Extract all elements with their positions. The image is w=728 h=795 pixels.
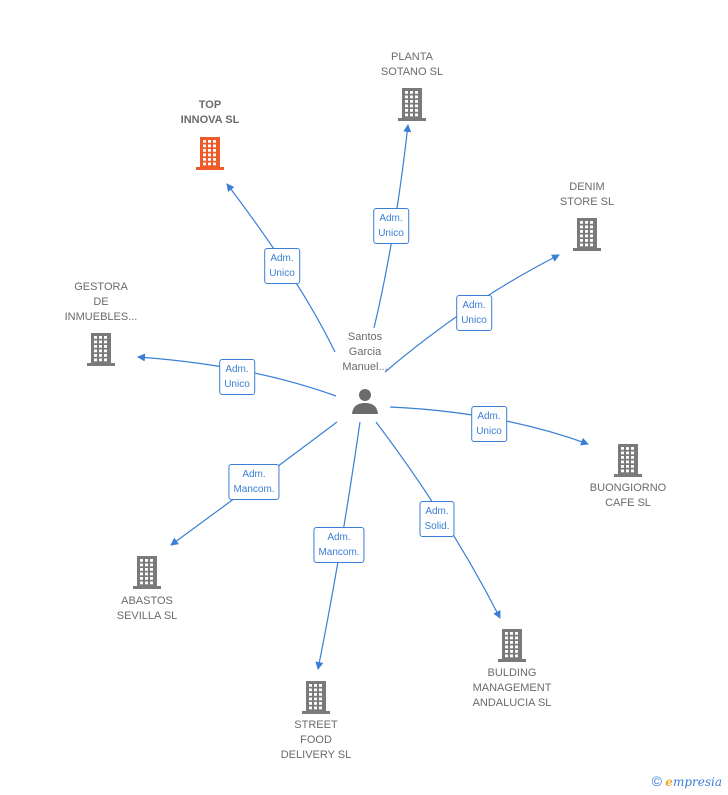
edge-label-abastos[interactable]: Adm. Mancom.: [228, 464, 280, 500]
edge-label-line: Adm.: [379, 213, 403, 224]
edge-label-line: Adm.: [270, 253, 294, 264]
node-label-line: TOP: [198, 99, 222, 111]
node-label-line: BULDING: [487, 667, 537, 679]
node-street-food[interactable]: [299, 679, 333, 720]
edge-label-line: Adm.: [462, 300, 486, 311]
building-icon: [196, 137, 224, 170]
node-label-line: ABASTOS: [121, 595, 173, 607]
node-label-line: ANDALUCIA SL: [472, 697, 552, 709]
edge-label-street-food[interactable]: Adm. Mancom.: [313, 527, 365, 563]
edge-label-line: Unico: [461, 315, 487, 326]
center-label-line: Santos: [347, 331, 383, 343]
node-label-line: GESTORA: [74, 281, 128, 293]
building-icon: [302, 681, 330, 714]
node-label-top-innova[interactable]: TOP INNOVA SL: [181, 98, 240, 128]
edge-label-line: Adm.: [425, 506, 449, 517]
node-label-line: INMUEBLES...: [64, 311, 138, 323]
edge-label-line: Mancom.: [318, 547, 360, 558]
node-label-street-food[interactable]: STREET FOOD DELIVERY SL: [281, 718, 352, 763]
node-label-line: STREET: [294, 719, 338, 731]
edge-label-bulding[interactable]: Adm. Solid.: [419, 501, 455, 537]
brand-logo-initial: e: [665, 775, 673, 789]
node-gestora[interactable]: [84, 331, 118, 372]
edge-label-line: Mancom.: [233, 484, 275, 495]
edge-label-planta-sotano[interactable]: Adm. Unico: [373, 208, 409, 244]
node-label-bulding[interactable]: BULDING MANAGEMENT ANDALUCIA SL: [473, 666, 552, 711]
node-label-line: DE: [93, 296, 109, 308]
node-label-line: DENIM: [569, 181, 605, 193]
copyright-symbol: ©: [651, 773, 662, 789]
building-icon: [87, 333, 115, 366]
node-label-planta-sotano[interactable]: PLANTA SOTANO SL: [381, 50, 443, 80]
edge-label-top-innova[interactable]: Adm. Unico: [264, 248, 300, 284]
building-icon: [133, 556, 161, 589]
node-label-line: SEVILLA SL: [116, 610, 178, 622]
edge-label-line: Adm.: [477, 411, 501, 422]
footer-brand: © empresia: [652, 773, 722, 789]
node-abastos[interactable]: [130, 554, 164, 595]
node-label-line: MANAGEMENT: [472, 682, 552, 694]
building-icon: [614, 444, 642, 477]
center-label-line: Garcia: [348, 346, 382, 358]
node-planta-sotano[interactable]: [395, 86, 429, 127]
center-label-line: Manuel...: [342, 361, 388, 373]
edge-label-line: Unico: [224, 379, 250, 390]
edge-label-line: Unico: [476, 426, 502, 437]
node-label-denim-store[interactable]: DENIM STORE SL: [560, 180, 614, 210]
building-icon: [573, 218, 601, 251]
node-label-line: BUONGIORNO: [589, 482, 667, 494]
node-top-innova[interactable]: [193, 135, 227, 176]
edge-label-denim-store[interactable]: Adm. Unico: [456, 295, 492, 331]
edge-label-line: Adm.: [225, 364, 249, 375]
edge-label-line: Adm.: [242, 469, 266, 480]
node-label-line: SOTANO SL: [380, 66, 444, 78]
node-label-line: INNOVA SL: [180, 114, 240, 126]
edge-label-line: Unico: [269, 268, 295, 279]
edge-label-line: Adm.: [327, 532, 351, 543]
node-label-buongiorno[interactable]: BUONGIORNO CAFE SL: [590, 481, 666, 511]
node-bulding[interactable]: [495, 627, 529, 668]
edge-label-line: Solid.: [424, 521, 450, 532]
node-label-line: DELIVERY SL: [280, 749, 352, 761]
edge-label-line: Unico: [378, 228, 404, 239]
node-label-line: STORE SL: [559, 196, 615, 208]
building-icon: [398, 88, 426, 121]
person-icon: [352, 389, 378, 414]
node-label-line: PLANTA: [391, 51, 433, 63]
node-label-line: FOOD: [300, 734, 332, 746]
node-label-gestora[interactable]: GESTORA DE INMUEBLES...: [65, 280, 138, 325]
node-denim-store[interactable]: [570, 216, 604, 257]
node-buongiorno[interactable]: [611, 442, 645, 483]
node-label-abastos[interactable]: ABASTOS SEVILLA SL: [117, 594, 178, 624]
edge-label-buongiorno[interactable]: Adm. Unico: [471, 406, 507, 442]
building-icon: [498, 629, 526, 662]
center-person[interactable]: [350, 386, 380, 421]
edge-label-gestora[interactable]: Adm. Unico: [219, 359, 255, 395]
node-label-line: CAFE SL: [605, 497, 651, 509]
brand-logo-text: mpresia: [672, 775, 722, 789]
